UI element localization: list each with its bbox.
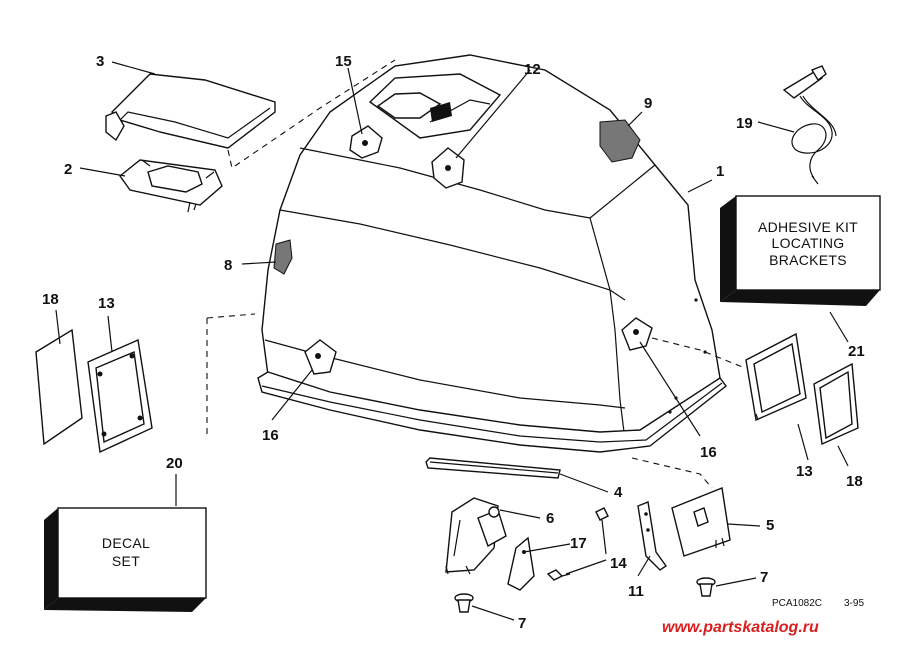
plug-7-right: [696, 577, 716, 597]
callout-7-left: 7: [518, 615, 526, 632]
locating-bracket-15: [349, 125, 383, 159]
adhesive-patch-9: [599, 119, 641, 163]
decal-line-2: SET: [112, 553, 140, 569]
adhesive-kit-box: ADHESIVE KIT LOCATING BRACKETS: [720, 195, 881, 306]
leader-lines: [55, 61, 849, 621]
guide-line-right: [651, 337, 746, 369]
callout-3: 3: [96, 53, 104, 70]
callout-5: 5: [766, 517, 774, 534]
latch-bracket-17: [507, 536, 535, 591]
guide-line-left: [206, 313, 256, 436]
locating-bracket-16-right: [621, 317, 653, 351]
callout-20: 20: [166, 455, 183, 472]
kit-line-2: LOCATING: [772, 235, 845, 251]
top-cover-3: [105, 73, 276, 149]
plug-7-left: [454, 593, 474, 613]
callout-18-left: 18: [42, 291, 59, 308]
callout-11: 11: [628, 583, 644, 600]
drawing-date: 3-95: [844, 598, 864, 609]
callout-13-left: 13: [98, 295, 115, 312]
callout-17: 17: [570, 535, 587, 552]
callout-2: 2: [64, 161, 72, 178]
grommet-plate-2: [119, 159, 223, 213]
callout-15: 15: [335, 53, 352, 70]
callout-13-right: 13: [796, 463, 813, 480]
guide-line-bottom: [631, 457, 713, 489]
callout-19: 19: [736, 115, 753, 132]
callout-12: 12: [524, 61, 541, 78]
intake-frame-13-left: [87, 338, 153, 454]
decal-sheet-18-left: [35, 328, 83, 446]
decal-set-box: DECAL SET: [44, 507, 207, 612]
callout-18-right: 18: [846, 473, 863, 490]
primer-cable-19: [782, 65, 837, 185]
callout-1: 1: [716, 163, 724, 180]
guide-line-top: [227, 59, 396, 169]
callout-16-left: 16: [262, 427, 279, 444]
callout-16-right: 16: [700, 444, 717, 461]
callout-21: 21: [848, 343, 865, 360]
seal-strip-4: [425, 457, 561, 479]
latch-6: [445, 497, 507, 575]
latch-plate-5: [671, 487, 731, 557]
hook-bracket-11: [637, 501, 667, 571]
kit-line-1: ADHESIVE KIT: [758, 219, 858, 235]
kit-line-3: BRACKETS: [769, 252, 847, 268]
screws-14: [546, 507, 609, 581]
decal-line-1: DECAL: [102, 535, 150, 551]
callout-14: 14: [610, 555, 627, 572]
callout-labels: 3 2 15 12 9 19 1 8 18 13 21 16 16 20 13 …: [42, 53, 865, 632]
callout-7-right: 7: [760, 569, 768, 586]
callout-6: 6: [546, 510, 554, 527]
callout-9: 9: [644, 95, 652, 112]
intake-frame-13-right: [745, 332, 807, 422]
adhesive-patch-8: [273, 239, 293, 275]
watermark-link[interactable]: www.partskatalog.ru: [662, 619, 819, 636]
decal-18-right: [813, 362, 859, 446]
drawing-code: PCA1082C: [772, 598, 822, 609]
locating-bracket-16-left: [304, 339, 337, 375]
callout-8: 8: [224, 257, 232, 274]
callout-4: 4: [614, 484, 623, 501]
